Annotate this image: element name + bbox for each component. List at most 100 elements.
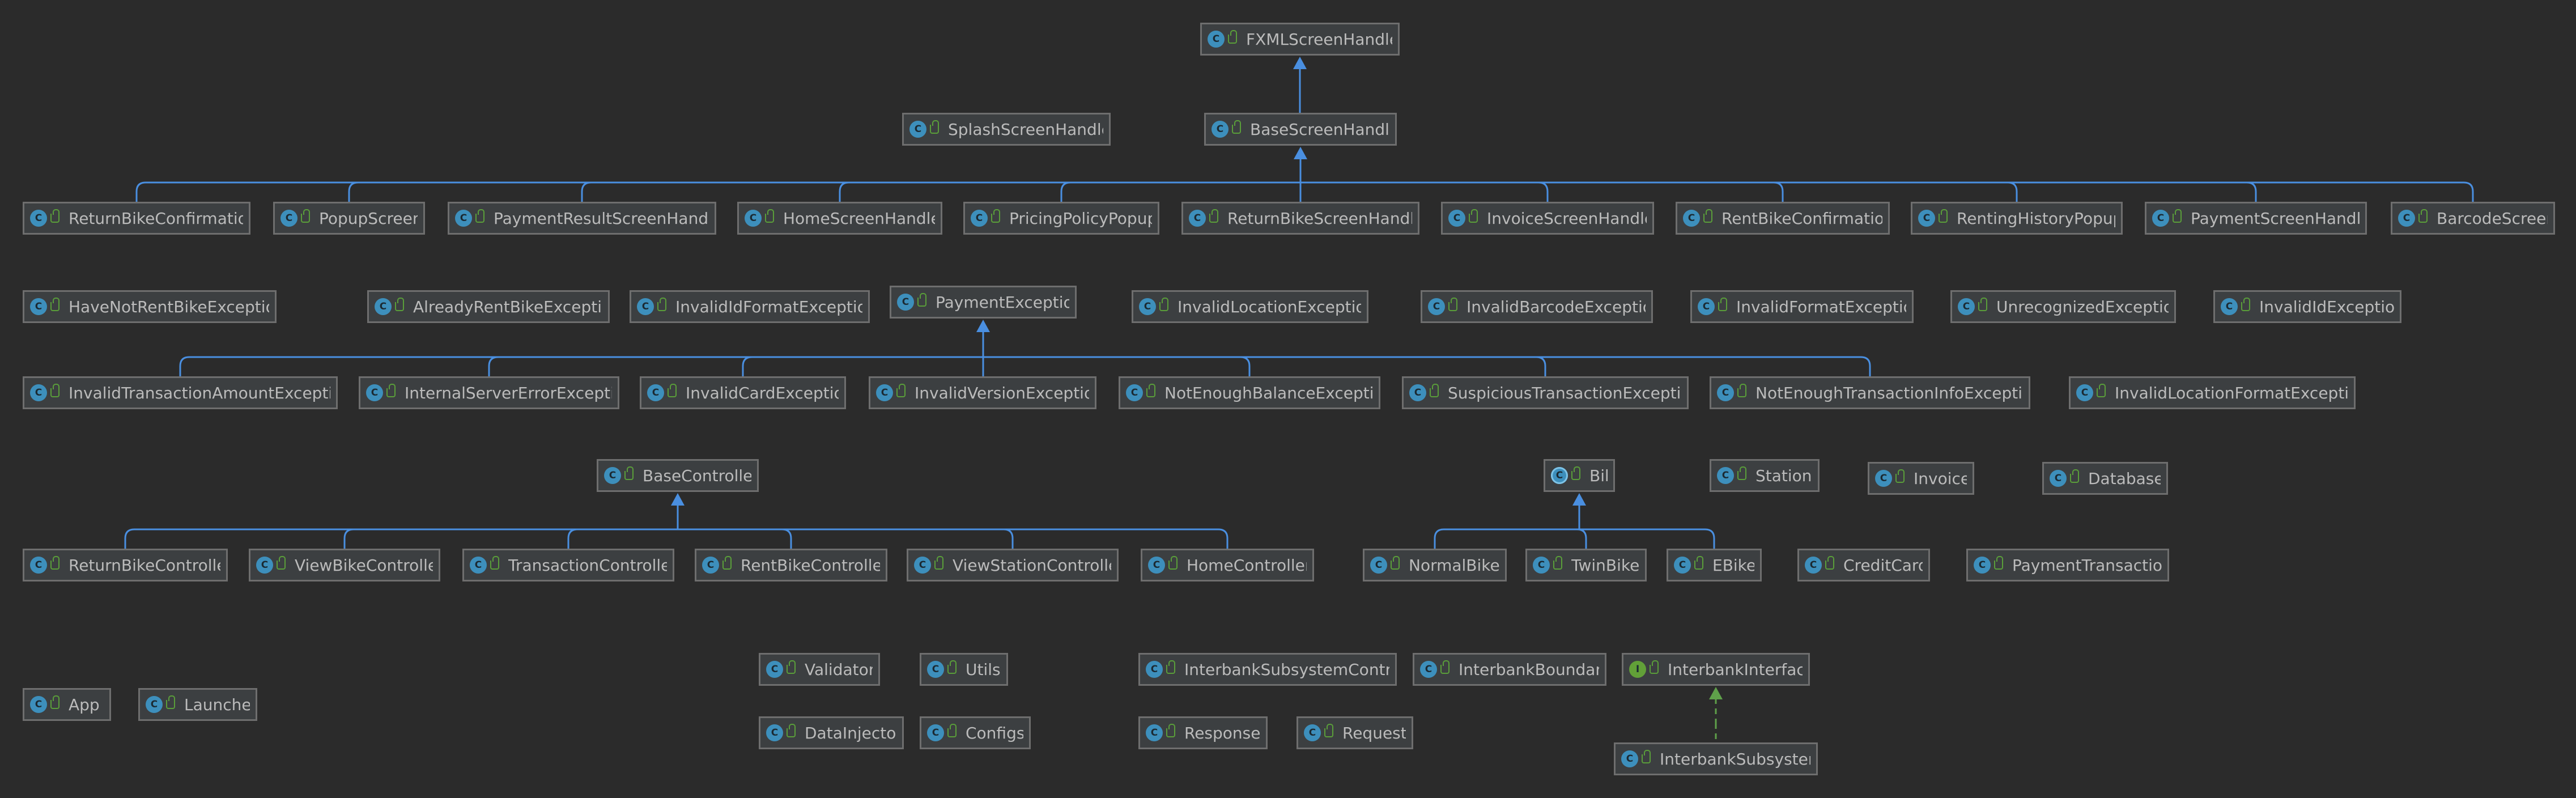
class-node-payment-transaction[interactable]: C PaymentTransaction [1966,549,2169,581]
class-icon: C [30,210,47,227]
public-visibility-icon [50,556,59,570]
class-name-label: Station [1755,466,1812,485]
class-name-label: ViewStationController [953,555,1111,575]
public-visibility-icon [1939,209,1948,223]
public-visibility-icon [2070,469,2079,483]
class-icon: C [30,696,47,713]
class-name-label: InterbankSubsystemControl [1184,660,1389,679]
class-node-invalid-location-format-exception[interactable]: C InvalidLocationFormatException [2069,376,2356,409]
class-name-label: RentingHistoryPopup [1957,209,2115,228]
class-name-label: Validator [805,660,873,679]
class-name-label: App [69,695,100,714]
class-node-launcher[interactable]: CLauncher [138,688,257,721]
class-name-label: BaseScreenHandler [1250,120,1389,139]
class-node-app[interactable]: C App [23,688,111,721]
class-icon: C [1428,298,1445,315]
public-visibility-icon [947,660,957,674]
public-visibility-icon [896,384,906,397]
class-icon: C [1918,210,1935,227]
class-name-label: InvalidLocationFormatException [2115,383,2348,402]
class-node-base-screen-handler[interactable]: CBaseScreenHandler [1204,113,1397,146]
class-icon: C [1974,557,1991,574]
class-name-label: Launcher [184,695,250,714]
class-name-label: InvoiceScreenHandler [1487,209,1647,228]
class-icon: C [637,298,654,315]
arrowhead-interbankinterface [1709,687,1723,699]
class-icon: C [1683,210,1700,227]
class-icon: C [1674,557,1691,574]
inheritance-edges-to-basecontroller [124,504,1229,549]
class-icon: C [30,298,47,315]
public-visibility-icon [1146,384,1155,397]
class-icon: C [766,724,783,741]
class-icon: C [647,384,664,401]
class-icon: C [2076,384,2093,401]
class-name-label: TwinBike [1571,555,1639,575]
interface-icon: I [1629,661,1646,678]
class-icon: C [375,298,392,315]
class-name-label: InvalidVersionException [915,383,1089,402]
class-node-renting-history-popup[interactable]: C RentingHistoryPopup [1911,202,2123,235]
public-visibility-icon [917,293,926,307]
class-icon: C [30,557,47,574]
public-visibility-icon [1159,298,1168,311]
public-visibility-icon [1166,724,1175,737]
class-name-label: PaymentTransaction [2012,555,2162,575]
class-name-label: SuspiciousTransactionException [1448,383,1681,402]
class-name-label: FXMLScreenHandler [1246,29,1392,49]
class-node-bike[interactable]: CBike [1544,459,1615,492]
